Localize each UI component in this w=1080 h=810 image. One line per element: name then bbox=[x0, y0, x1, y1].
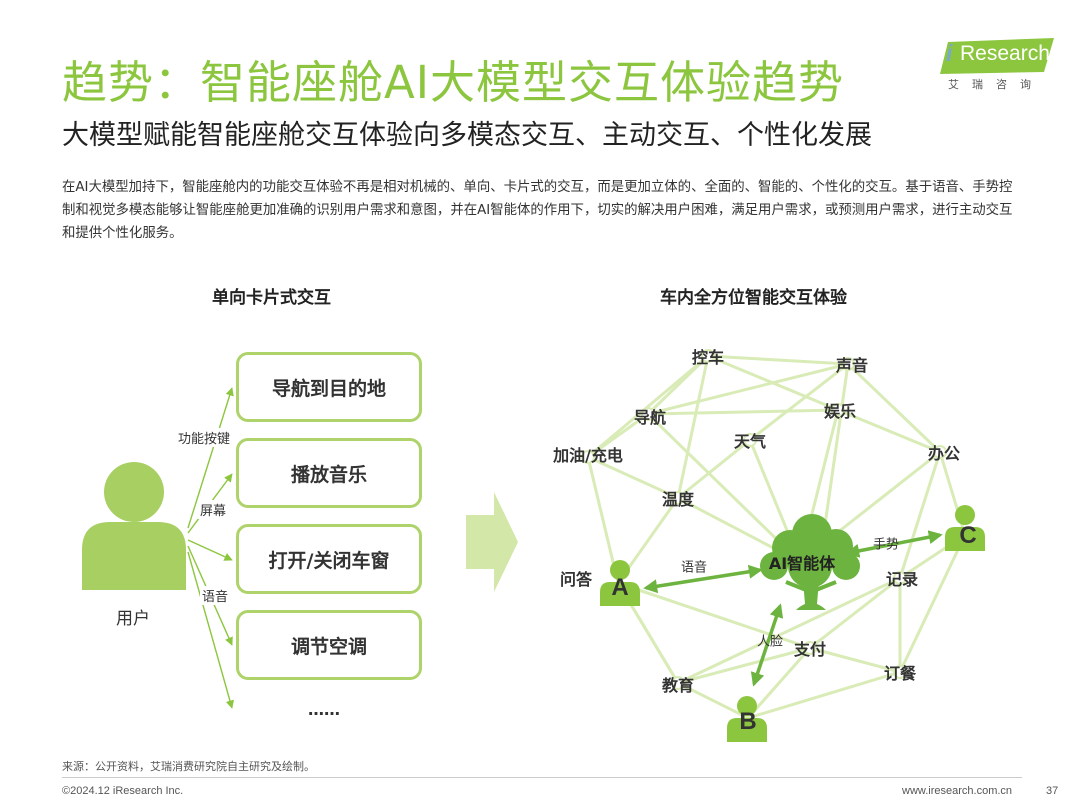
channel-label-screen: 屏幕 bbox=[198, 500, 229, 519]
node-weather: 天气 bbox=[733, 432, 767, 451]
page-number: 37 bbox=[1046, 785, 1059, 797]
node-entertainment: 娱乐 bbox=[823, 402, 857, 421]
arrow-label-gesture: 手势 bbox=[872, 537, 900, 553]
node-sound: 声音 bbox=[835, 356, 869, 375]
card-window: 打开/关闭车窗 bbox=[236, 524, 422, 594]
node-temperature: 温度 bbox=[661, 490, 695, 509]
interaction-arrows bbox=[643, 530, 943, 687]
user-b-letter: B bbox=[739, 708, 757, 735]
iresearch-logo bbox=[940, 38, 1054, 74]
node-record: 记录 bbox=[885, 570, 919, 589]
user-a-letter: A bbox=[611, 574, 629, 601]
network-nodes bbox=[581, 349, 947, 690]
node-payment: 支付 bbox=[793, 640, 827, 659]
left-diagram-title: 单向卡片式交互 bbox=[212, 288, 331, 308]
arrow-label-voice: 语音 bbox=[680, 560, 708, 576]
copyright: ©2024.12 iResearch Inc. bbox=[62, 785, 184, 797]
node-education: 教育 bbox=[661, 676, 695, 695]
source-note: 来源：公开资料，艾瑞消费研究院自主研究及绘制。 bbox=[62, 760, 315, 773]
brain-tree-icon bbox=[760, 514, 860, 610]
card-navigation: 导航到目的地 bbox=[236, 352, 422, 422]
node-vehicle-control: 控车 bbox=[691, 348, 725, 367]
node-qa: 问答 bbox=[559, 570, 593, 589]
website-link[interactable]: www.iresearch.com.cn bbox=[902, 785, 1013, 797]
user-a-icon bbox=[600, 560, 640, 606]
arrow-label-face: 人脸 bbox=[756, 634, 784, 650]
body-paragraph: 在AI大模型加持下，智能座舱内的功能交互体验不再是相对机械的、单向、卡片式的交互… bbox=[62, 180, 1013, 241]
card-ellipsis: …… bbox=[308, 700, 340, 719]
logo-text: Research bbox=[960, 42, 1050, 65]
node-navigation: 导航 bbox=[633, 408, 667, 427]
user-label: 用户 bbox=[116, 609, 150, 629]
user-c-icon bbox=[945, 505, 985, 551]
right-diagram-title: 车内全方位智能交互体验 bbox=[660, 288, 847, 308]
logo-chinese: 艾瑞咨询 bbox=[948, 78, 1044, 91]
user-c-letter: C bbox=[959, 522, 977, 549]
node-office: 办公 bbox=[927, 444, 961, 463]
node-food-order: 订餐 bbox=[883, 664, 917, 683]
center-ai-agent: AI智能体 bbox=[768, 554, 836, 573]
channel-label-voice: 语音 bbox=[200, 586, 231, 605]
node-refuel: 加油/充电 bbox=[553, 446, 623, 465]
footer-divider bbox=[62, 777, 1022, 778]
card-aircon: 调节空调 bbox=[236, 610, 422, 680]
page-subtitle: 大模型赋能智能座舱交互体验向多模态交互、主动交互、个性化发展 bbox=[62, 120, 872, 151]
user-b-icon bbox=[727, 696, 767, 742]
transition-arrow bbox=[466, 492, 518, 592]
page-title: 趋势：智能座舱AI大模型交互体验趋势 bbox=[62, 56, 845, 109]
user-icon bbox=[82, 462, 186, 590]
card-music: 播放音乐 bbox=[236, 438, 422, 508]
logo-i: i bbox=[946, 40, 953, 66]
channel-label-button: 功能按键 bbox=[176, 428, 233, 447]
